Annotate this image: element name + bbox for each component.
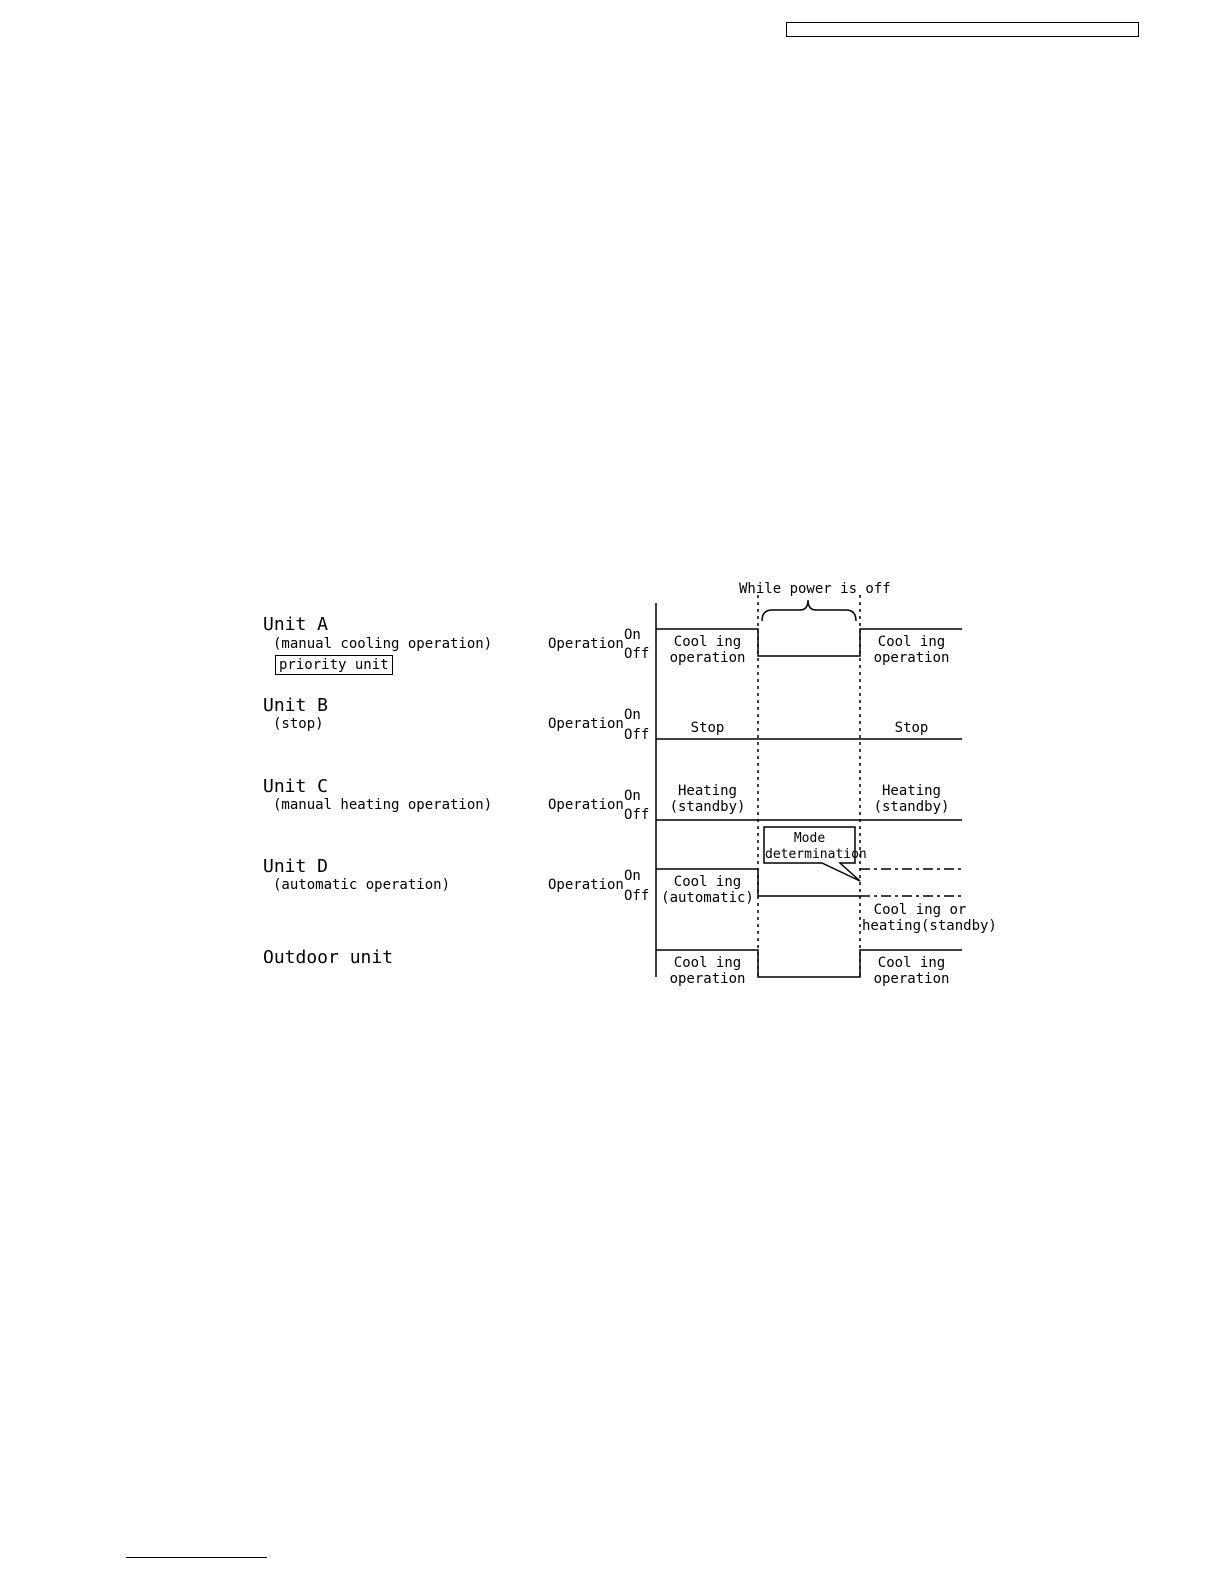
unit-a-on-label: On	[624, 627, 641, 643]
mode-determination-callout	[763, 826, 861, 882]
unit-a-waveform	[656, 628, 962, 657]
unit-d-off-label: Off	[624, 888, 650, 904]
unit-a-before-state: Cool ing operation	[669, 634, 746, 666]
unit-d-subtitle: (automatic operation)	[273, 877, 451, 893]
unit-a-off-label: Off	[624, 646, 650, 662]
unit-a-title: Unit A	[263, 614, 329, 635]
power-off-label: While power is off	[739, 581, 891, 597]
unit-c-off-label: Off	[624, 807, 650, 823]
unit-a-after-state: Cool ing operation	[873, 634, 950, 666]
unit-c-subtitle: (manual heating operation)	[273, 797, 493, 813]
unit-b-off-label: Off	[624, 727, 650, 743]
unit-b-operation-label: Operation	[548, 716, 624, 732]
priority-unit-badge: priority unit	[275, 655, 393, 675]
outdoor-waveform	[656, 949, 962, 978]
unit-d-operation-label: Operation	[548, 877, 624, 893]
unit-c-after-state: Heating (standby)	[873, 783, 950, 815]
unit-b-subtitle: (stop)	[273, 716, 324, 732]
unit-d-before-state: Cool ing (automatic)	[661, 874, 754, 906]
unit-d-title: Unit D	[263, 856, 329, 877]
outdoor-unit-title: Outdoor unit	[263, 947, 394, 968]
unit-b-on-label: On	[624, 707, 641, 723]
outdoor-before-state: Cool ing operation	[669, 955, 746, 987]
unit-d-on-label: On	[624, 868, 641, 884]
unit-a-subtitle: (manual cooling operation)	[273, 636, 493, 652]
unit-b-before-state: Stop	[690, 720, 725, 736]
unit-c-on-label: On	[624, 788, 641, 804]
unit-d-after-state: Cool ing or heating(standby)	[862, 902, 997, 934]
header-box	[786, 22, 1139, 37]
unit-c-before-state: Heating (standby)	[669, 783, 746, 815]
footer-line	[126, 1557, 267, 1558]
power-off-brace	[761, 599, 857, 622]
unit-b-after-state: Stop	[894, 720, 929, 736]
unit-a-operation-label: Operation	[548, 636, 624, 652]
mode-determination-callout-text: Mode determination	[765, 831, 867, 862]
unit-c-title: Unit C	[263, 776, 329, 797]
outdoor-after-state: Cool ing operation	[873, 955, 950, 987]
unit-c-operation-label: Operation	[548, 797, 624, 813]
unit-b-title: Unit B	[263, 695, 329, 716]
